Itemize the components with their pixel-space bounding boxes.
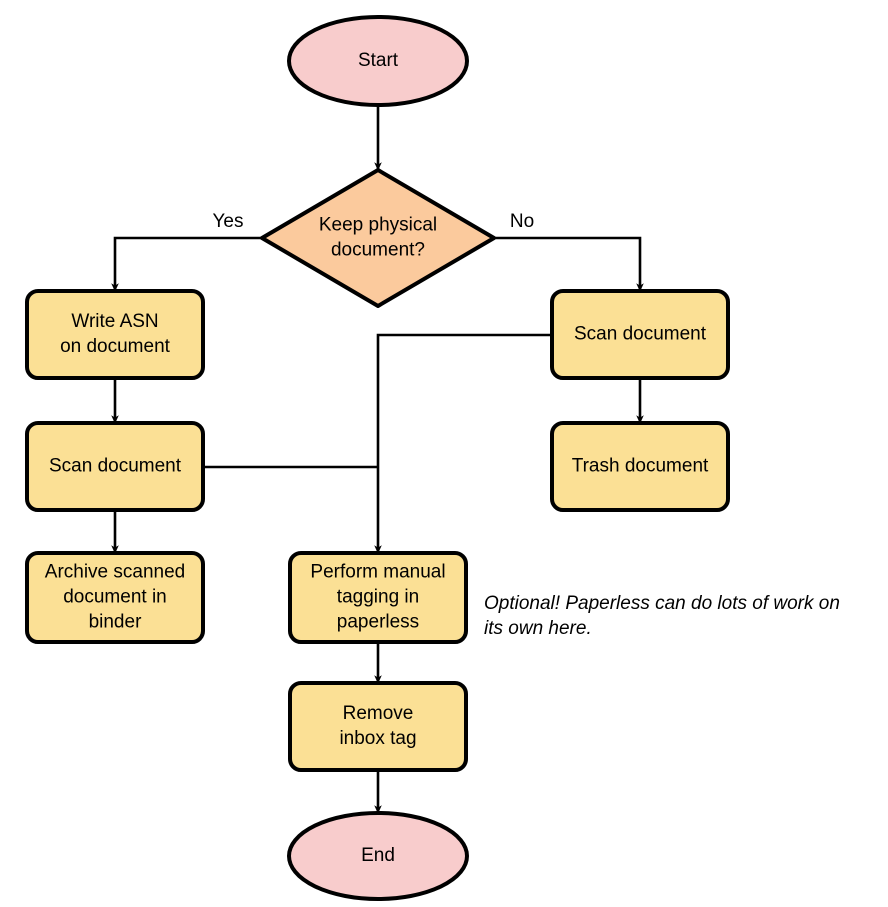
annotation-optional-note: Optional! Paperless can do lots of work … <box>484 593 840 639</box>
edge-label-label-yes: Yes <box>213 211 244 232</box>
edges-layer <box>111 105 644 814</box>
annotations-layer: Optional! Paperless can do lots of work … <box>484 593 840 639</box>
flow-edge <box>374 333 552 554</box>
flow-edge <box>494 236 644 292</box>
flow-node-start[interactable]: Start <box>287 15 469 107</box>
node-ellipse <box>287 811 469 901</box>
node-label: Scan document <box>574 324 707 345</box>
node-label: Trash document <box>572 456 709 477</box>
flow-node-scan-document-left[interactable]: Scan document <box>25 421 205 512</box>
edge-label-label-no: No <box>510 211 534 232</box>
flow-node-scan-document-right[interactable]: Scan document <box>550 289 730 380</box>
node-label: End <box>361 845 395 866</box>
flow-node-trash-document[interactable]: Trash document <box>550 421 730 512</box>
node-label: Scan document <box>49 456 182 477</box>
node-ellipse <box>287 15 469 107</box>
node-rect <box>25 289 205 380</box>
node-rect <box>550 289 730 380</box>
flow-edge <box>111 236 262 292</box>
node-rect <box>25 421 205 512</box>
node-rect <box>25 551 205 644</box>
flow-node-end[interactable]: End <box>287 811 469 901</box>
node-rect <box>288 551 468 644</box>
edge-labels-layer: Yes No <box>213 211 535 232</box>
node-rect <box>288 681 468 772</box>
node-label: Start <box>358 50 399 71</box>
node-diamond <box>260 168 496 308</box>
node-rect <box>550 421 730 512</box>
